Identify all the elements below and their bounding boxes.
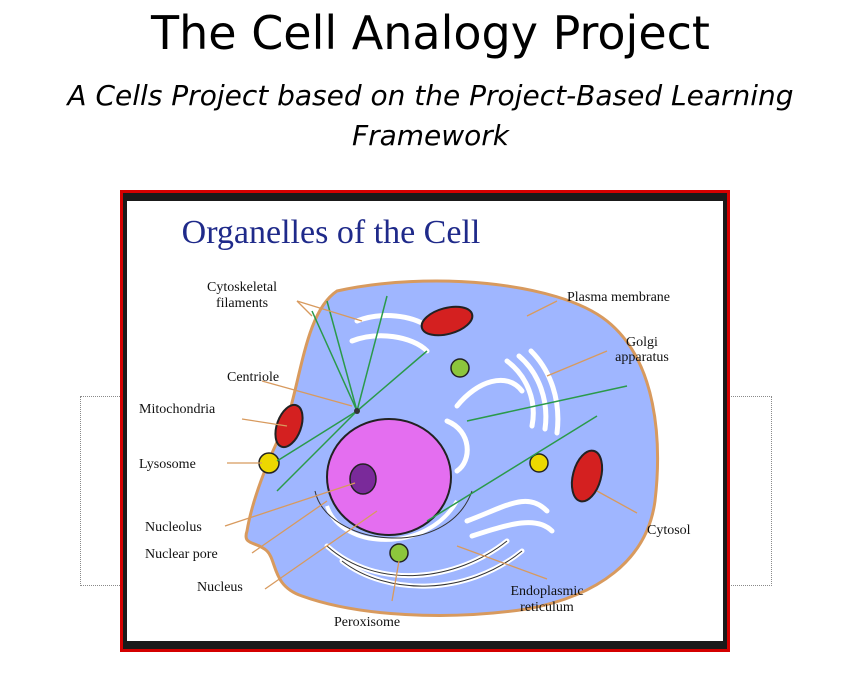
label-lysosome: Lysosome xyxy=(139,457,196,472)
label-nucleolus: Nucleolus xyxy=(145,520,202,535)
cell-diagram-picture: Organelles of the Cell xyxy=(127,201,723,641)
label-golgi-2: apparatus xyxy=(615,350,669,365)
leader-lines xyxy=(224,300,638,602)
label-mitochondria: Mitochondria xyxy=(139,402,216,417)
slide-title: The Cell Analogy Project xyxy=(151,6,710,60)
lysosome-2 xyxy=(529,453,549,473)
label-cytoskeletal-2: filaments xyxy=(216,296,268,311)
slide-subtitle: A Cells Project based on the Project-Bas… xyxy=(67,79,794,152)
label-er-1: Endoplasmic xyxy=(510,584,583,599)
label-nucleus: Nucleus xyxy=(197,580,243,595)
label-group: Cytoskeletal filaments Plasma membrane G… xyxy=(139,280,691,630)
label-plasma-membrane: Plasma membrane xyxy=(567,290,670,305)
peroxisome xyxy=(389,543,409,563)
centriole xyxy=(354,408,360,414)
nucleus xyxy=(326,418,452,536)
nucleolus xyxy=(349,463,377,495)
label-nuclear-pore: Nuclear pore xyxy=(145,547,218,562)
er-outline xyxy=(326,540,523,587)
cell-diagram-frame: Organelles of the Cell xyxy=(120,190,730,652)
cell-diagram: Organelles of the Cell xyxy=(139,214,691,630)
peroxisome-2 xyxy=(450,358,470,378)
envelope-outline xyxy=(314,490,473,539)
label-peroxisome: Peroxisome xyxy=(334,615,400,630)
cytoskeletal-filaments xyxy=(276,295,628,522)
golgi-apparatus xyxy=(504,348,561,436)
label-cytosol: Cytosol xyxy=(647,523,691,538)
label-er-2: reticulum xyxy=(520,600,574,615)
diagram-heading: Organelles of the Cell xyxy=(182,214,481,251)
label-centriole: Centriole xyxy=(227,370,279,385)
label-cytoskeletal-1: Cytoskeletal xyxy=(207,280,277,295)
label-golgi-1: Golgi xyxy=(626,335,658,350)
mitochondria xyxy=(274,305,604,503)
